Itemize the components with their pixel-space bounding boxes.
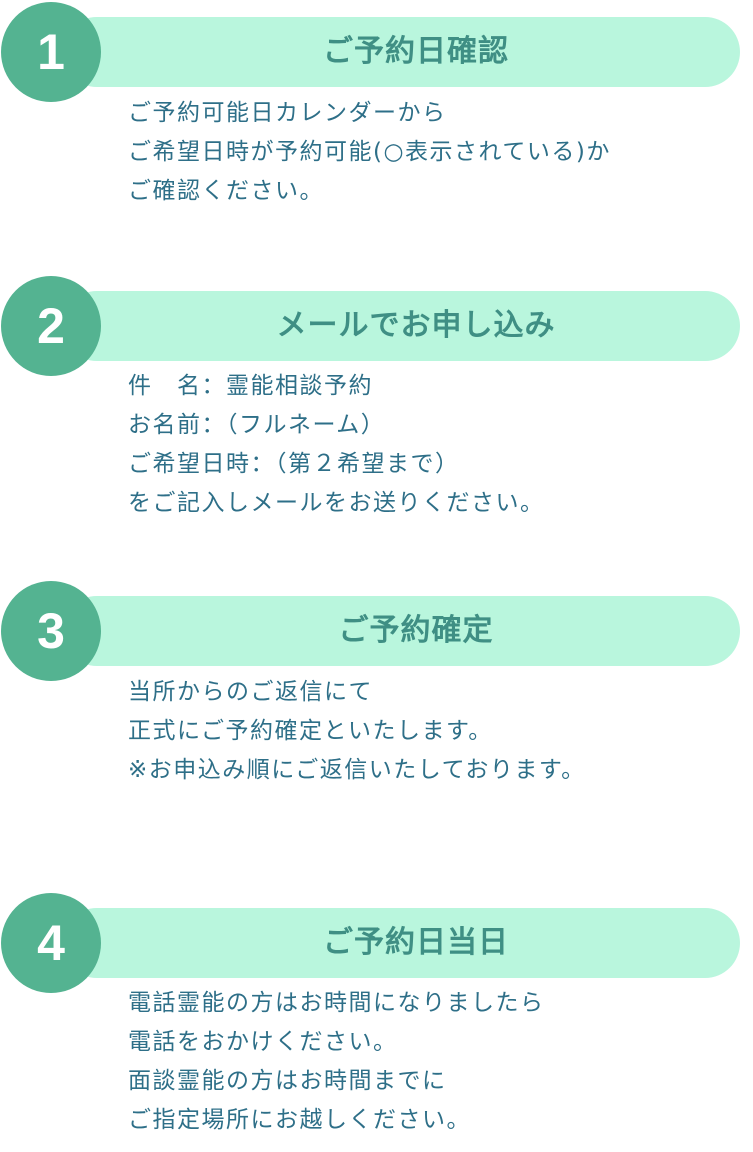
step-1-number-badge: 1 [1, 2, 101, 102]
step-2-line: お名前：（フルネーム） [128, 412, 386, 438]
step-4-line: 面談霊能の方はお時間までに [128, 1068, 447, 1094]
step-1-line: ご確認ください。 [128, 178, 324, 204]
step-1-description: ご予約可能日カレンダーから ご希望日時が予約可能(○表示されている)か ご確認く… [128, 94, 611, 211]
step-2-number-badge: 2 [1, 276, 101, 376]
step-4-title-bar [62, 908, 740, 978]
step-2-line: ご希望日時：（第２希望まで） [128, 451, 460, 477]
step-2-description: 件 名：霊能相談予約 お名前：（フルネーム） ご希望日時：（第２希望まで） をご… [128, 367, 545, 523]
step-4-number-badge: 4 [1, 893, 101, 993]
step-3-description: 当所からのご返信にて 正式にご予約確定といたします。 ※お申込み順にご返信いたし… [128, 673, 586, 790]
step-3-line: 当所からのご返信にて [128, 679, 373, 705]
step-2-title-bar [62, 291, 740, 361]
step-3-line: 正式にご予約確定といたします。 [128, 718, 493, 744]
step-1-title: ご予約日確認 [323, 34, 509, 69]
step-3-title-bar [62, 596, 740, 666]
step-3-title: ご予約確定 [338, 613, 494, 648]
step-2-line: をご記入しメールをお送りください。 [128, 490, 545, 516]
step-2-title: メールでお申し込み [276, 308, 556, 343]
step-4-line: 電話霊能の方はお時間になりましたら [128, 990, 545, 1016]
step-1-title-bar [62, 17, 740, 87]
step-1-line: ご予約可能日カレンダーから [128, 100, 447, 126]
step-4-line: ご指定場所にお越しください。 [128, 1107, 471, 1133]
step-4-title: ご予約日当日 [323, 925, 509, 960]
step-3-number-badge: 3 [1, 581, 101, 681]
step-3-line: ※お申込み順にご返信いたしております。 [128, 757, 586, 783]
step-2-line: 件 名：霊能相談予約 [128, 373, 373, 399]
step-1-line: ご希望日時が予約可能(○表示されている)か [128, 139, 611, 165]
step-4-line: 電話をおかけください。 [128, 1029, 398, 1055]
step-4-description: 電話霊能の方はお時間になりましたら 電話をおかけください。 面談霊能の方はお時間… [128, 984, 545, 1140]
